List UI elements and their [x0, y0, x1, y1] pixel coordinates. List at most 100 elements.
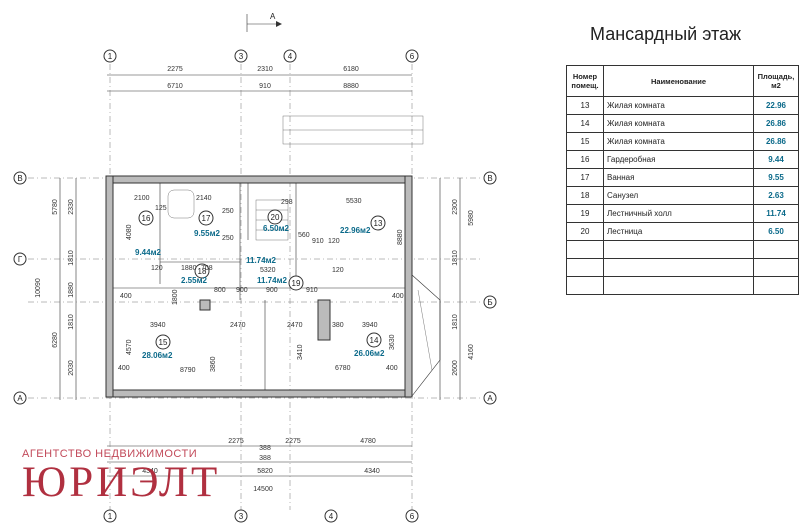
axis-1-top: 1 [108, 52, 113, 61]
room-19-number: 19 [292, 279, 301, 288]
dim-right-4160: 4160 [468, 344, 475, 360]
axis-6-top: 6 [410, 52, 415, 61]
dim-left-1880: 1880 [68, 282, 75, 298]
watermark-logo: ЮРИЭЛТ [22, 459, 221, 506]
cell-number [566, 240, 604, 259]
cell-number [566, 276, 604, 295]
dim-8880: 8880 [397, 229, 404, 245]
dim-910b: 910 [306, 287, 318, 294]
cell-name: Санузел [603, 186, 754, 205]
cell-number: 16 [566, 150, 604, 169]
dim-120a: 120 [328, 238, 340, 245]
room-16-area: 9.44м2 [135, 248, 161, 257]
cell-area: 26.86 [753, 132, 799, 151]
dim-800: 800 [214, 287, 226, 294]
cell-area: 11.74 [753, 204, 799, 223]
dim-1800: 1800 [172, 289, 179, 305]
dim-900a: 900 [236, 287, 248, 294]
header-name: Наименование [603, 65, 754, 97]
axis-A-right: А [487, 394, 493, 403]
dim-left-1810b: 1810 [68, 314, 75, 330]
cell-name [603, 276, 754, 295]
dim-1880: 1880 [181, 265, 197, 272]
table-header-row: Номер помещ. Наименование Площадь, м2 [566, 65, 799, 97]
axis-lines [28, 64, 482, 510]
cell-area: 6.50 [753, 222, 799, 241]
dim-bot-2275b: 2275 [285, 438, 301, 445]
cell-name: Лестничный холл [603, 204, 754, 223]
dim-2140: 2140 [196, 195, 212, 202]
cell-area [753, 258, 799, 277]
dim-bot-4340b: 4340 [364, 468, 380, 475]
room-18-number: 18 [198, 267, 207, 276]
dim-400b: 400 [118, 365, 130, 372]
cell-name [603, 240, 754, 259]
room-14-number: 14 [370, 336, 379, 345]
dim-left-2330: 2330 [68, 199, 75, 215]
dim-left-5780: 5780 [52, 199, 59, 215]
cell-name: Лестница [603, 222, 754, 241]
dim-900b: 900 [266, 287, 278, 294]
cell-area: 26.86 [753, 114, 799, 133]
outer-walls [105, 175, 413, 398]
room-17-area: 9.55м2 [194, 229, 220, 238]
cell-name: Ванная [603, 168, 754, 187]
dim-380a: 380 [332, 322, 344, 329]
dim-bot-388b: 388 [259, 455, 271, 462]
dim-125: 125 [155, 205, 167, 212]
cell-name: Жилая комната [603, 96, 754, 115]
axis-3-top: 3 [239, 52, 244, 61]
dim-4570: 4570 [126, 339, 133, 355]
header-area: Площадь, м2 [753, 65, 799, 97]
dim-3940b: 3940 [362, 322, 378, 329]
cell-area: 22.96 [753, 96, 799, 115]
header-number: Номер помещ. [566, 65, 604, 97]
dim-2470a: 2470 [230, 322, 246, 329]
axis-4-top: 4 [288, 52, 293, 61]
dim-120c: 120 [332, 267, 344, 274]
dim-8790: 8790 [180, 367, 196, 374]
dim-left-6280: 6280 [52, 332, 59, 348]
dim-2100: 2100 [134, 195, 150, 202]
cell-number [566, 258, 604, 277]
dim-5530: 5530 [346, 198, 362, 205]
dim-top-910: 910 [259, 83, 271, 90]
dim-250a: 250 [222, 208, 234, 215]
table-row [566, 276, 799, 295]
dim-left-2030: 2030 [68, 360, 75, 376]
cell-area: 9.44 [753, 150, 799, 169]
room-15-area: 28.06м2 [142, 351, 173, 360]
axis-B-right: Б [487, 298, 492, 307]
cell-area [753, 240, 799, 259]
axis-A-left: А [17, 394, 23, 403]
cell-number: 19 [566, 204, 604, 223]
dim-400a: 400 [120, 293, 132, 300]
cell-name: Гардеробная [603, 150, 754, 169]
axis-markers: 1 3 4 6 1 3 4 6 В Г А В Б А [13, 49, 497, 523]
dim-top-8880: 8880 [343, 83, 359, 90]
room-15-number: 15 [159, 338, 168, 347]
dim-bot-4340a: 4340 [142, 468, 158, 475]
dim-250b: 250 [222, 235, 234, 242]
dim-bot-5820: 5820 [257, 468, 273, 475]
table-row [566, 258, 799, 277]
cell-number: 18 [566, 186, 604, 205]
dim-910a: 910 [312, 238, 324, 245]
axis-1-bottom: 1 [108, 512, 113, 521]
section-mark-label: А [270, 12, 276, 21]
room-13-number: 13 [374, 219, 383, 228]
dim-left-1810a: 1810 [68, 250, 75, 266]
dim-bot-388a: 388 [259, 445, 271, 452]
room-20-number: 20 [271, 213, 280, 222]
dim-3940a: 3940 [150, 322, 166, 329]
cell-number: 17 [566, 168, 604, 187]
dim-right-5980: 5980 [468, 210, 475, 226]
cell-number: 13 [566, 96, 604, 115]
cell-number: 14 [566, 114, 604, 133]
